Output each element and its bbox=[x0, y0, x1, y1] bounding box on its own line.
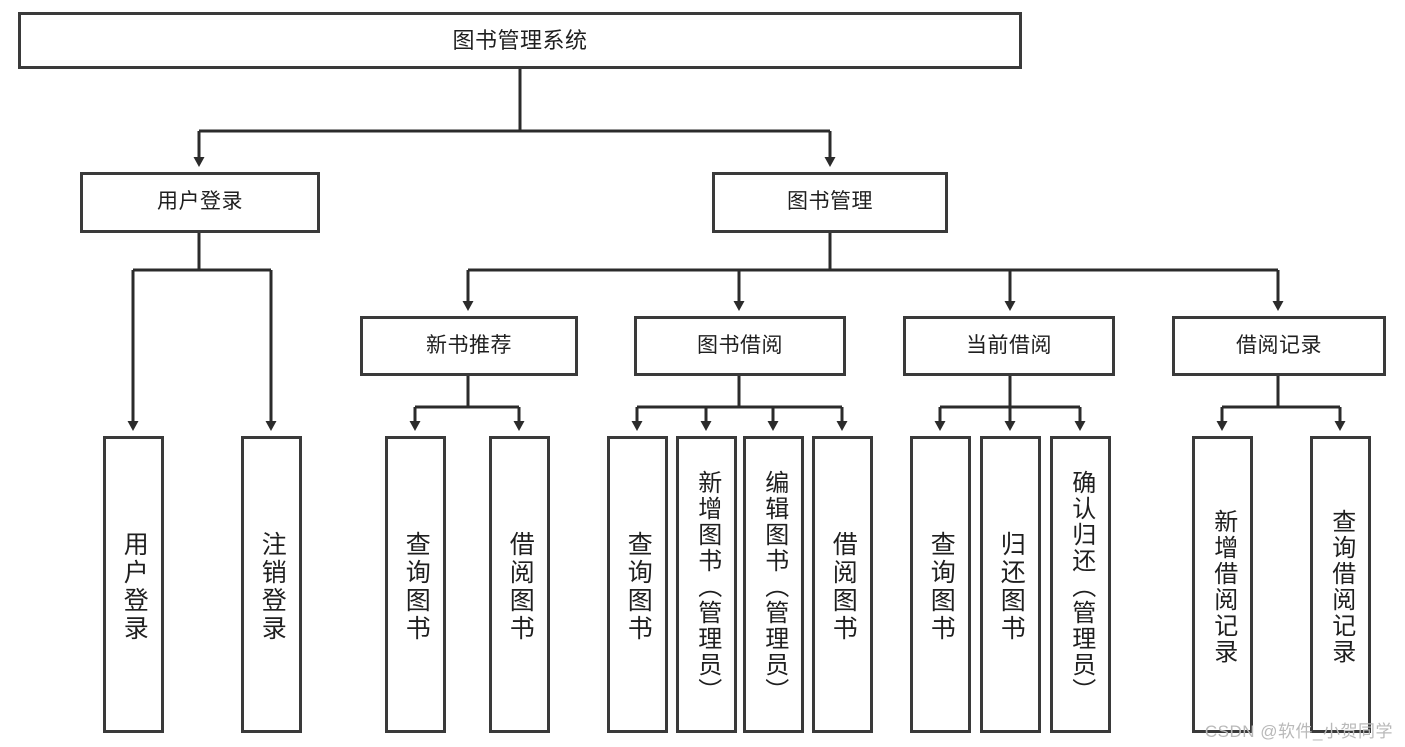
node-label: 借阅图书 bbox=[829, 530, 858, 643]
node-label: 编辑图书（管理员） bbox=[760, 469, 788, 704]
leaf-current-borrow-return[interactable]: 归还图书 bbox=[980, 436, 1041, 733]
node-label: 借阅记录 bbox=[1236, 333, 1322, 357]
node-borrow-record[interactable]: 借阅记录 bbox=[1172, 316, 1386, 376]
node-label: 用户登录 bbox=[120, 530, 149, 643]
node-label: 归还图书 bbox=[997, 530, 1026, 643]
leaf-book-borrow-borrow[interactable]: 借阅图书 bbox=[812, 436, 873, 733]
leaf-user-login-login[interactable]: 用户登录 bbox=[103, 436, 164, 733]
csdn-watermark: CSDN @软件_小贺同学 bbox=[1204, 722, 1393, 741]
node-current-borrow[interactable]: 当前借阅 bbox=[903, 316, 1115, 376]
node-label: 图书管理 bbox=[787, 190, 873, 214]
node-label: 图书借阅 bbox=[697, 333, 783, 357]
leaf-user-login-logout[interactable]: 注销登录 bbox=[241, 436, 302, 733]
leaf-book-borrow-edit-admin[interactable]: 编辑图书（管理员） bbox=[743, 436, 804, 733]
node-label: 用户登录 bbox=[157, 190, 243, 214]
node-label: 新书推荐 bbox=[426, 333, 512, 357]
node-book-borrow[interactable]: 图书借阅 bbox=[634, 316, 846, 376]
node-label: 确认归还（管理员） bbox=[1067, 469, 1095, 704]
node-user-login[interactable]: 用户登录 bbox=[80, 172, 320, 233]
leaf-new-book-borrow[interactable]: 借阅图书 bbox=[489, 436, 550, 733]
leaf-borrow-record-add[interactable]: 新增借阅记录 bbox=[1192, 436, 1253, 733]
leaf-new-book-query[interactable]: 查询图书 bbox=[385, 436, 446, 733]
node-label: 图书管理系统 bbox=[452, 27, 588, 53]
leaf-book-borrow-add-admin[interactable]: 新增图书（管理员） bbox=[676, 436, 737, 733]
node-label: 当前借阅 bbox=[966, 333, 1052, 357]
node-root-book-management-system[interactable]: 图书管理系统 bbox=[18, 12, 1022, 69]
node-book-management[interactable]: 图书管理 bbox=[712, 172, 948, 233]
node-label: 新增图书（管理员） bbox=[693, 469, 721, 704]
node-label: 注销登录 bbox=[258, 530, 287, 643]
leaf-current-borrow-query[interactable]: 查询图书 bbox=[910, 436, 971, 733]
node-label: 查询借阅记录 bbox=[1327, 508, 1355, 665]
node-label: 新增借阅记录 bbox=[1209, 508, 1237, 665]
node-label: 借阅图书 bbox=[506, 530, 535, 643]
leaf-book-borrow-query[interactable]: 查询图书 bbox=[607, 436, 668, 733]
node-label: 查询图书 bbox=[624, 530, 653, 643]
leaf-current-borrow-confirm-return-admin[interactable]: 确认归还（管理员） bbox=[1050, 436, 1111, 733]
node-label: 查询图书 bbox=[402, 530, 431, 643]
node-new-book-recommend[interactable]: 新书推荐 bbox=[360, 316, 578, 376]
leaf-borrow-record-query[interactable]: 查询借阅记录 bbox=[1310, 436, 1371, 733]
node-label: 查询图书 bbox=[927, 530, 956, 643]
